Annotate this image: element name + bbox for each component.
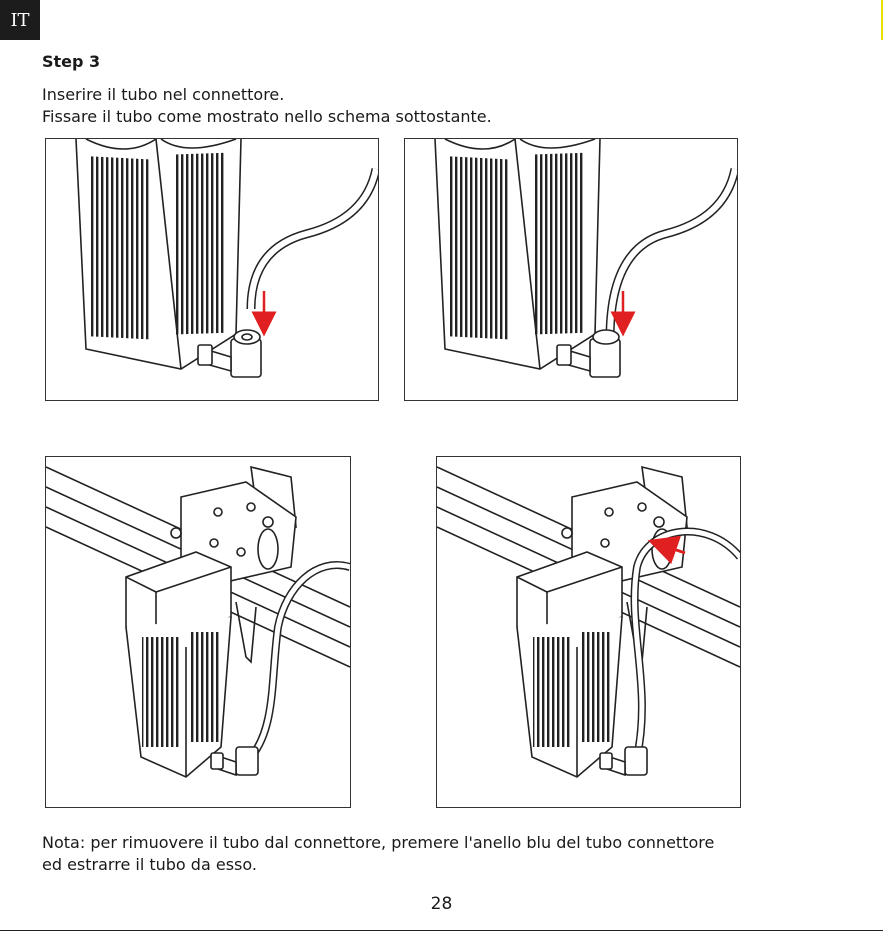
laser-module-tube-removal-illustration <box>437 457 740 807</box>
figure-insert-tube-after <box>404 138 738 401</box>
laser-module-illustration-1 <box>46 139 378 400</box>
laser-module-on-rail-illustration <box>46 457 350 807</box>
step-title: Step 3 <box>42 52 100 71</box>
page-number: 28 <box>0 894 883 914</box>
instruction-line-2: Fissare il tubo come mostrato nello sche… <box>42 106 492 128</box>
instruction-line-1: Inserire il tubo nel connettore. <box>42 84 284 106</box>
bottom-rule <box>0 930 883 931</box>
figure-tube-routing-blue-ring <box>436 456 741 808</box>
note-line-1: Nota: per rimuovere il tubo dal connetto… <box>42 832 714 854</box>
language-tab: IT <box>0 0 40 40</box>
figure-insert-tube-before <box>45 138 379 401</box>
figure-tube-routing-mounted <box>45 456 351 808</box>
laser-module-illustration-2 <box>405 139 737 400</box>
note-line-2: ed estrarre il tubo da esso. <box>42 854 257 876</box>
